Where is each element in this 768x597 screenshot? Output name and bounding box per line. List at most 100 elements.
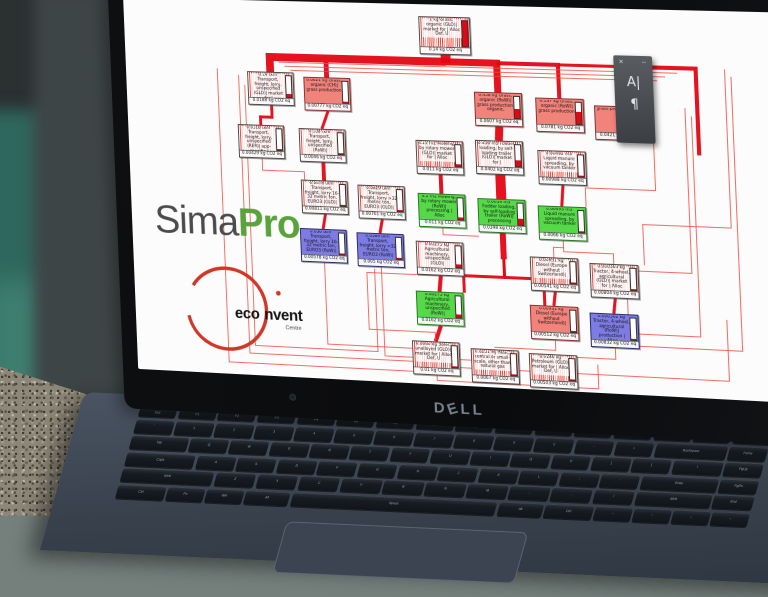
contribution-bar	[341, 80, 348, 104]
process-node-value: 0.00804 kg CO2 eq	[592, 290, 639, 299]
contribution-bar-fill	[456, 265, 461, 268]
process-node-text: 0.108 tkm Transport, freight, lorry, uns…	[301, 130, 338, 155]
close-icon[interactable]: ✕	[618, 58, 623, 65]
contribution-bar	[516, 202, 524, 226]
key-,: ,	[508, 485, 551, 501]
process-node-text: 0.00275 kg Agricultural machinery, unspe…	[418, 243, 456, 269]
process-node-b2[interactable]: 0.0021 kg Grass, organic (CH)| grass pro…	[303, 77, 351, 112]
flow-line	[583, 141, 656, 209]
process-node-c1[interactable]: 0.0518 tkm Transport, freight, lorry, un…	[238, 124, 286, 159]
contribution-bar	[577, 154, 585, 178]
key-Shift: Shift	[120, 468, 215, 486]
process-node-f1[interactable]: 0.00275 kg Agricultural machinery, unspe…	[416, 291, 465, 327]
process-node-c4[interactable]: 0.456 m3 Fodder loading, by self-loading…	[475, 140, 524, 176]
process-node-value: 0.0402 kg CO2 eq	[477, 166, 523, 174]
process-node-e2[interactable]: 0.0589 tkm Transport, freight, lorry >32…	[356, 232, 405, 268]
key-A: A	[195, 455, 237, 471]
key-Alt: Alt	[243, 490, 291, 506]
process-node-b1[interactable]: 0.14 tkm Transport, freight, lorry, unsp…	[247, 71, 295, 106]
process-node-g2[interactable]: 0.0251 MJ Heat, central or small-scale, …	[471, 348, 520, 385]
key-T: T	[349, 445, 391, 461]
flow-line	[443, 228, 479, 236]
process-node-value: 0.0188 kg CO2 eq	[249, 97, 294, 105]
process-node-d5[interactable]: 0.00493 m3 Liquid manure spreading, by v…	[538, 205, 588, 241]
key-H: H	[397, 464, 439, 480]
key-3: 3	[253, 424, 294, 440]
process-node-text: 0.00931 kg Diesel (Europe without Switze…	[532, 259, 571, 280]
pilcrow-icon[interactable]: ¶	[630, 97, 639, 112]
key-X: X	[255, 474, 298, 490]
process-node-value: 0.01 kg CO2 eq	[414, 366, 460, 375]
process-node-value: 0.00811 kg CO2 eq	[303, 206, 348, 214]
flow-line	[260, 105, 272, 125]
annotation-toolbar[interactable]: ✕ ↔ A| ¶	[613, 55, 655, 144]
contribution-bar-fill	[287, 94, 291, 97]
process-node-d2[interactable]: 0.0829 tkm Transport, freight, lorry >32…	[357, 185, 406, 221]
screen-content: 1 kg Grass, organic (GLO)| market for | …	[123, 0, 768, 403]
process-node-e1[interactable]: 0.036 tkm Transport, freight, lorry 16-3…	[300, 228, 348, 264]
contribution-bar-fill	[340, 253, 344, 254]
key-N: N	[423, 482, 466, 498]
key-I: I	[470, 451, 512, 467]
process-node-c3[interactable]: 4.21 m2 Mowing, by rotary mower (GLO)| m…	[415, 140, 464, 176]
process-node-text: 0.0478 tkm Transport, freight, lorry 16-…	[303, 182, 340, 207]
process-node-value: 0.0067 kg CO2 eq	[473, 374, 519, 383]
flow-line	[441, 175, 442, 194]
key-;: ;	[558, 471, 600, 487]
contribution-bar-fill	[343, 101, 347, 102]
flow-line	[446, 62, 498, 93]
flow-line	[439, 276, 442, 292]
key-B: B	[381, 480, 424, 496]
process-node-e3[interactable]: 0.00275 kg Agricultural machinery, unspe…	[416, 241, 465, 277]
text-cursor-icon[interactable]: A|	[627, 75, 641, 91]
process-node-c5[interactable]: 0.00492 m3 Liquid manure spreading, by v…	[537, 150, 587, 186]
process-node-text: 0.036 tkm Transport, freight, lorry 16-3…	[302, 230, 339, 255]
process-node-b4[interactable]: 0.137 kg Grass, organic (RoW)| grass pro…	[535, 97, 585, 133]
flow-line	[613, 298, 616, 313]
key-[: [	[590, 456, 632, 472]
contribution-bar-fill	[512, 374, 517, 375]
key-V: V	[339, 478, 382, 494]
contribution-bar	[454, 245, 461, 269]
contribution-bar	[568, 357, 576, 381]
process-node-value: 0.005 kg CO2 eq	[358, 258, 403, 267]
flow-line	[561, 185, 564, 206]
process-node-g3[interactable]: 0.0184 kg Petroleum (GLO)| market for | …	[529, 353, 579, 390]
resize-icon[interactable]: ↔	[641, 59, 647, 66]
process-node-value: 0.0607 kg CO2 eq	[476, 118, 522, 126]
key-0: 0	[533, 437, 574, 453]
process-node-c2[interactable]: 0.108 tkm Transport, freight, lorry, uns…	[299, 128, 347, 163]
contribution-bar-fill	[576, 112, 581, 124]
contribution-bar-fill	[631, 338, 636, 340]
ecoinvent-eco: eco	[235, 305, 260, 323]
process-node-text: 1 kg Grass, organic (GLO)| market for | …	[421, 18, 463, 38]
process-node-text: 0.0251 MJ Heat, central or small-scale, …	[473, 350, 511, 371]
process-node-g1[interactable]: 0.0046 kg Steel, unalloyed (GLO)| market…	[412, 340, 461, 376]
key-←: ←	[593, 506, 633, 521]
process-node-d1[interactable]: 0.0478 tkm Transport, freight, lorry 16-…	[301, 180, 349, 216]
contribution-bar-fill	[462, 21, 468, 47]
process-node-b3[interactable]: 0.458 kg Grass, organic (RoW)| grass pro…	[474, 92, 523, 128]
contribution-bar	[629, 317, 637, 341]
process-node-f2[interactable]: 0.00931 kg Diesel (Europe without Switze…	[530, 305, 580, 342]
contribution-bar-fill	[339, 153, 343, 154]
key-Enter: Enter	[639, 475, 719, 492]
process-node-text: 0.0589 tkm Transport, freight, lorry >32…	[359, 234, 397, 260]
process-node-value: 0.0398 kg CO2 eq	[479, 224, 525, 233]
process-node-d3[interactable]: 4.2 m2 Mowing, by rotary mower (RoW)| pr…	[418, 193, 467, 229]
key-Win: Win	[204, 488, 244, 503]
key-Tab: Tab	[129, 435, 189, 451]
process-node-f3[interactable]: 0.000562 kg Tractor, 4-wheel, agricultur…	[590, 312, 640, 349]
process-node-text: 0.0021 kg Grass, organic (CH)| grass pro…	[306, 79, 343, 94]
process-node-e4[interactable]: 0.00931 kg Diesel (Europe without Switze…	[530, 256, 580, 292]
contribution-bar	[455, 295, 462, 319]
touchpad	[272, 521, 528, 583]
process-node-d4[interactable]: 0.0059 m3 Fodder loading, by self-loadin…	[477, 198, 526, 234]
key-4: 4	[293, 426, 334, 442]
dell-logo-letter: L	[472, 401, 485, 419]
process-node-text: 0.00931 kg Diesel (Europe without Switze…	[532, 307, 571, 328]
process-node-root[interactable]: 1 kg Grass, organic (GLO)| market for | …	[418, 16, 471, 55]
contribution-bar-fill	[579, 175, 584, 177]
contribution-bar-fill	[516, 160, 521, 166]
process-node-e5[interactable]: 0.000563 kg Tractor, 4-wheel, agricultur…	[589, 263, 639, 300]
